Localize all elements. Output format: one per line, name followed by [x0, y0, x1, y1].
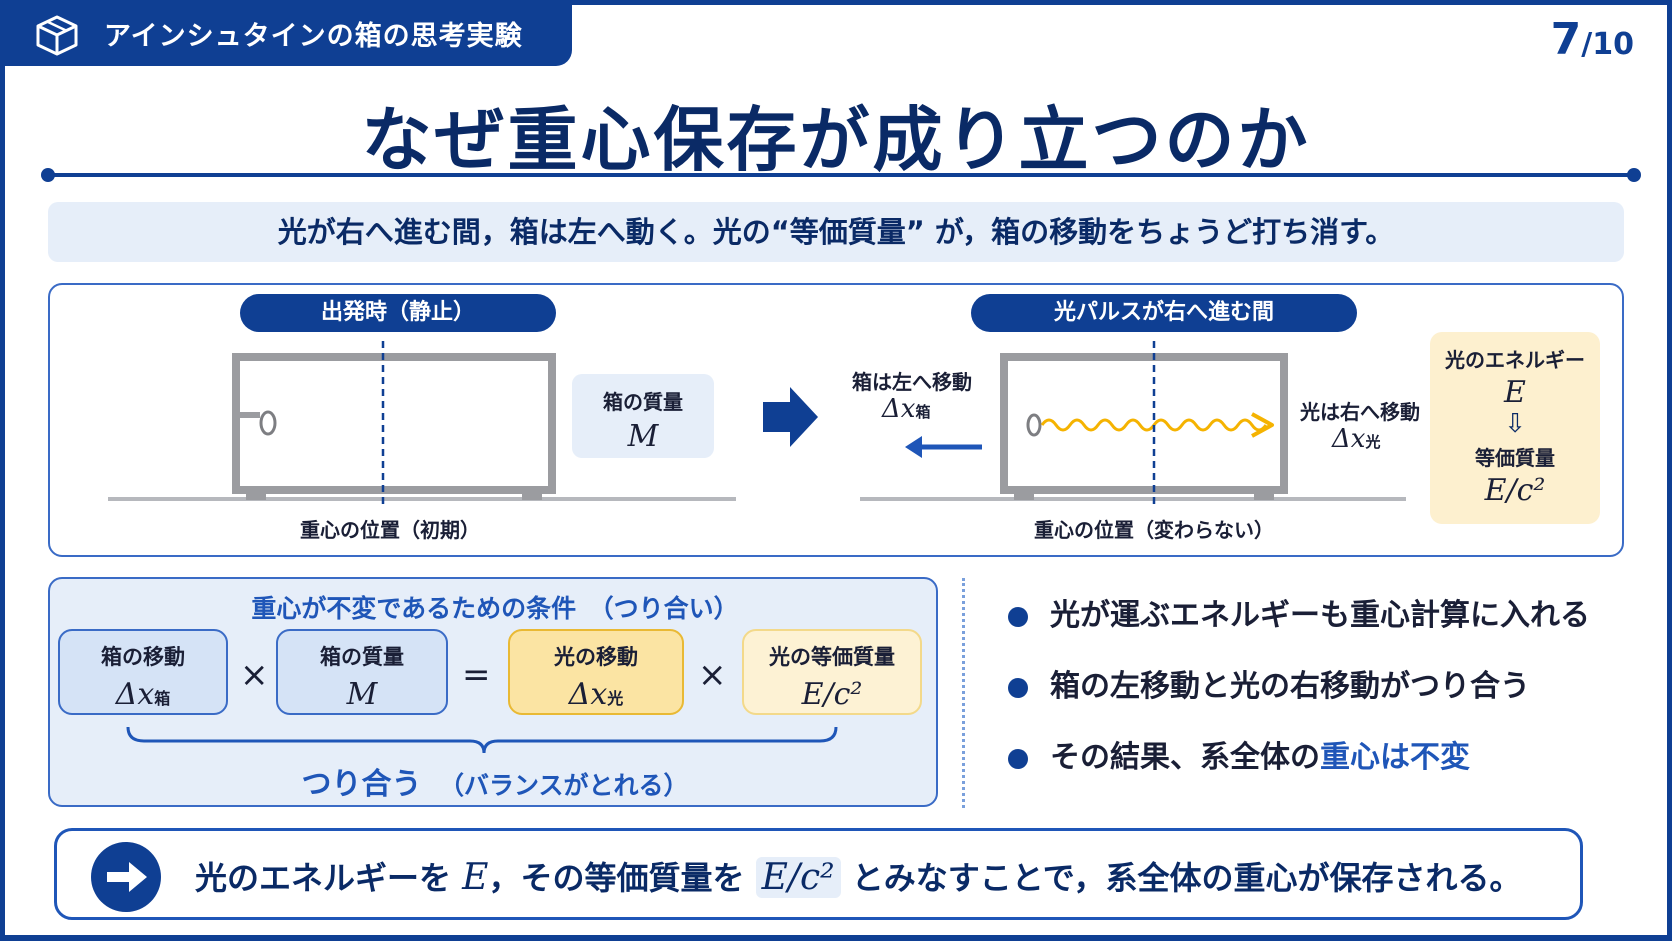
- header-title: アインシュタインの箱の思考実験: [104, 21, 523, 52]
- box-icon: [36, 15, 78, 56]
- equiv-arrow-icon: ⇩: [1504, 409, 1526, 439]
- term-light-equiv-symbol: E/c²: [801, 677, 863, 712]
- header-tag: アインシュタインの箱の思考実験: [0, 0, 572, 66]
- bullet-item: その結果、系全体の重心は不変: [1008, 736, 1590, 807]
- term-light-move: 光の移動 Δx光: [508, 629, 684, 715]
- box-move-formula: Δx箱: [882, 394, 930, 424]
- box-left-foot-1: [246, 490, 266, 500]
- condition-title: 重心が不変であるための条件 （つり合い）: [251, 594, 739, 623]
- term-box-mass-label: 箱の質量: [320, 645, 404, 669]
- op-times-2: ×: [698, 655, 727, 695]
- label-start: 出発時（静止）: [240, 294, 556, 332]
- conclusion-sym-e: E: [462, 857, 489, 898]
- box-move-symbol: Δx: [882, 394, 916, 424]
- bullet-highlight: 重心は不変: [1320, 740, 1470, 775]
- box-mass-card: 箱の質量 M: [572, 374, 714, 458]
- op-equals: =: [462, 655, 491, 695]
- term-light-equiv-mass: 光の等価質量 E/c²: [742, 629, 922, 715]
- conclusion-part3: とみなすことで，系全体の重心が保存される。: [840, 859, 1522, 897]
- op-times-1: ×: [240, 655, 269, 695]
- box-move-arrow-head: [905, 436, 922, 458]
- energy-title: 光のエネルギー: [1445, 348, 1585, 372]
- conclusion-part2: ，その等価質量を: [488, 859, 756, 897]
- emitter-right-head: [1026, 413, 1042, 437]
- page-current: 7: [1550, 14, 1582, 65]
- summary-banner: 光が右へ進む間，箱は左へ動く。光の“等価質量” が，箱の移動をちょうど打ち消す。: [48, 202, 1624, 262]
- transition-arrow-icon: [763, 387, 818, 447]
- bullet-text-3: その結果、系全体の: [1050, 740, 1320, 775]
- light-move-sub: 光: [1365, 433, 1381, 451]
- slide-title: なぜ重心保存が成り立つのか: [361, 99, 1311, 181]
- box-mass-title: 箱の質量: [603, 390, 683, 414]
- box-right-foot-1: [1014, 490, 1034, 500]
- term-box-mass: 箱の質量 M: [276, 629, 448, 715]
- equiv-title: 等価質量: [1475, 446, 1555, 470]
- balance-brace: [126, 726, 838, 754]
- cog-unchanged-label: 重心の位置（変わらない）: [1034, 518, 1274, 542]
- box-mass-symbol: M: [627, 419, 659, 454]
- term-light-move-symbol: Δx: [568, 677, 608, 712]
- term-light-move-sub: 光: [607, 689, 624, 708]
- cog-initial-label: 重心の位置（初期）: [300, 518, 480, 542]
- conclusion-part1: 光のエネルギーを: [195, 859, 463, 897]
- term-box-move-symbol: Δx: [115, 677, 155, 712]
- light-move-formula: Δx光: [1332, 424, 1380, 454]
- arrow-right-icon: [91, 842, 161, 912]
- bullet-dot: [1008, 607, 1028, 627]
- bullet-text-2: 箱の左移動と光の右移動がつり合う: [1050, 669, 1530, 704]
- light-move-label: 光は右へ移動: [1300, 400, 1420, 424]
- light-move-symbol: Δx: [1332, 424, 1366, 454]
- bullet-text-1: 光が運ぶエネルギーも重心計算に入れる: [1050, 598, 1590, 633]
- term-light-move-label: 光の移動: [554, 645, 638, 669]
- rule-dot-right: [1627, 168, 1641, 182]
- bullet-item: 光が運ぶエネルギーも重心計算に入れる: [1008, 594, 1590, 665]
- box-right: [1000, 353, 1288, 494]
- equiv-symbol: E/c²: [1484, 473, 1546, 508]
- divider: [962, 578, 965, 808]
- bullet-list: 光が運ぶエネルギーも重心計算に入れる 箱の左移動と光の右移動がつり合う その結果…: [1008, 594, 1590, 807]
- title-rule: [48, 173, 1634, 177]
- energy-symbol: E: [1504, 375, 1526, 410]
- box-move-sub: 箱: [915, 403, 931, 421]
- term-box-move-label: 箱の移動: [101, 645, 185, 669]
- balance-text: つり合う （バランスがとれる）: [50, 759, 940, 803]
- conclusion-text: 光のエネルギーを E，その等価質量を E/c² とみなすことで，系全体の重心が保…: [195, 853, 1522, 899]
- term-box-move: 箱の移動 Δx箱: [58, 629, 228, 715]
- page-number: 7/10: [1551, 14, 1634, 65]
- condition-panel: 重心が不変であるための条件 （つり合い） 箱の移動 Δx箱 × 箱の質量 M =…: [48, 577, 938, 807]
- term-box-mass-symbol: M: [346, 677, 378, 712]
- term-box-move-sub: 箱: [154, 689, 171, 708]
- balance-note: （バランスがとれる）: [451, 771, 689, 800]
- emitter-left: [240, 412, 260, 418]
- rule-dot-left: [41, 168, 55, 182]
- label-moving: 光パルスが右へ進む間: [971, 294, 1357, 332]
- box-right-foot-2: [1254, 490, 1274, 500]
- box-left: [232, 353, 556, 494]
- term-light-equiv-label: 光の等価質量: [769, 645, 895, 669]
- bullet-dot: [1008, 678, 1028, 698]
- bullet-dot: [1008, 749, 1028, 769]
- conclusion-box: 光のエネルギーを E，その等価質量を E/c² とみなすことで，系全体の重心が保…: [54, 828, 1583, 920]
- energy-card: 光のエネルギー E ⇩ 等価質量 E/c²: [1430, 332, 1600, 524]
- balance-label: つり合う: [301, 767, 422, 802]
- box-left-foot-2: [522, 490, 542, 500]
- box-move-label: 箱は左へ移動: [852, 370, 972, 394]
- bullet-item: 箱の左移動と光の右移動がつり合う: [1008, 665, 1590, 736]
- conclusion-sym-mass: E/c²: [755, 857, 841, 898]
- light-arrow-head: [1251, 412, 1274, 438]
- page-total: /10: [1581, 27, 1634, 62]
- emitter-left-head: [259, 410, 277, 436]
